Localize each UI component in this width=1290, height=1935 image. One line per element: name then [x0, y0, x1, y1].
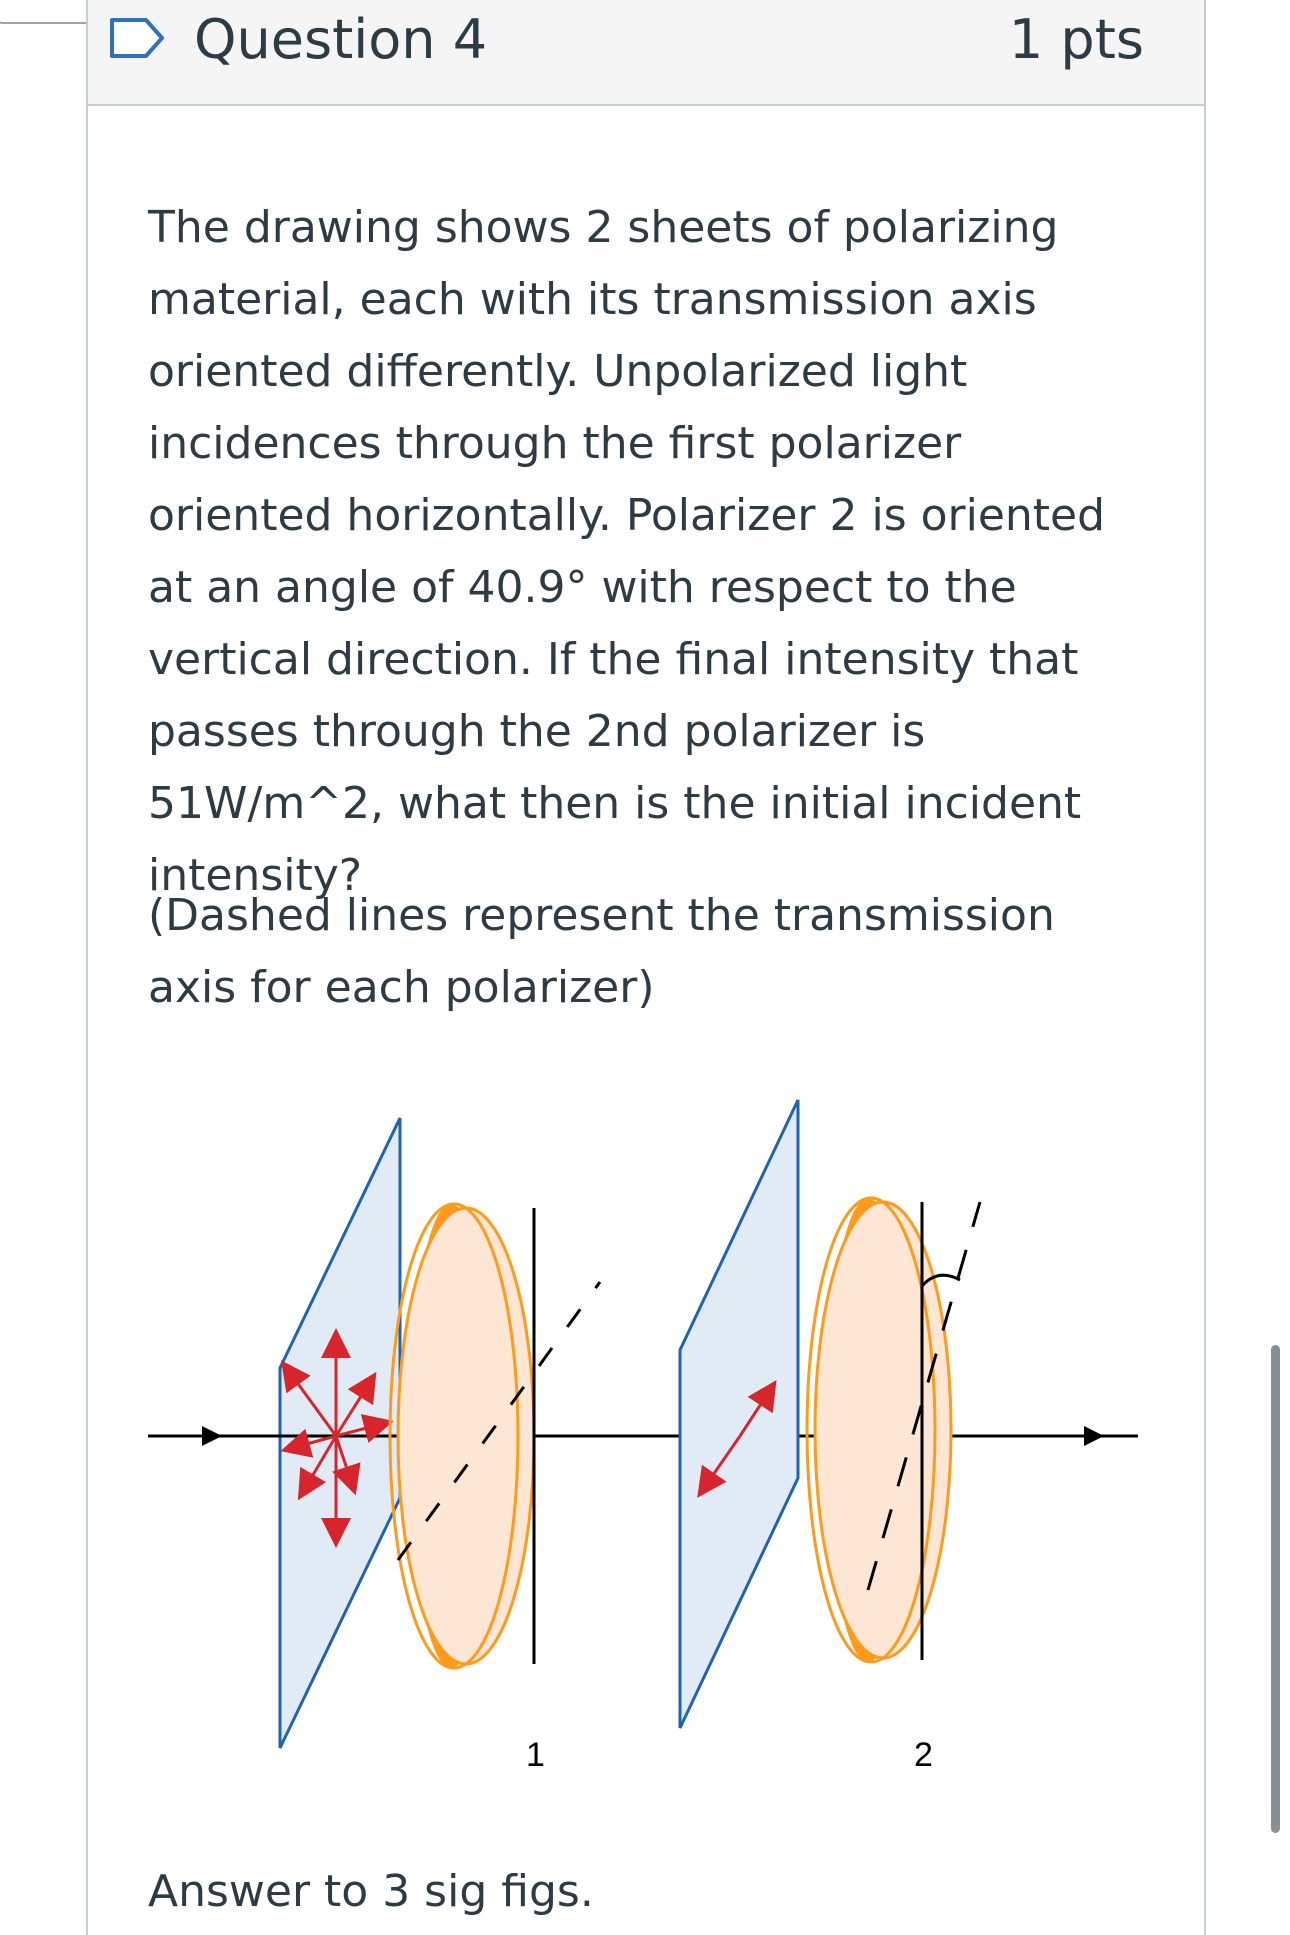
- polarizer-1-label: 1: [526, 1736, 545, 1774]
- polarized-light-arrow: [738, 1379, 777, 1437]
- incident-beam-arrow: [202, 1426, 222, 1446]
- question-header: Question 4 1 pts: [88, 0, 1204, 106]
- polarizer-2-label: 2: [914, 1736, 933, 1774]
- previous-question-edge: [0, 0, 98, 24]
- question-body-text: The drawing shows 2 sheets of polarizing…: [148, 202, 1106, 901]
- question-card: Question 4 1 pts: [86, 0, 1206, 1935]
- transmitted-beam-arrow: [1084, 1426, 1104, 1446]
- question-note-text: (Dashed lines represent the transmission…: [148, 890, 1055, 1013]
- unpolarized-plane: [278, 1117, 402, 1749]
- question-note: (Dashed lines represent the transmission…: [148, 880, 1148, 1024]
- polarizer-diagram: 1 2: [148, 1099, 1138, 1774]
- flag-question-icon[interactable]: [108, 16, 168, 60]
- question-title: Question 4: [194, 8, 488, 71]
- polarized-light-arrow-back: [697, 1435, 742, 1498]
- polarizer-1: [388, 1202, 602, 1670]
- polarizer-2: [805, 1196, 982, 1664]
- answer-prompt: Answer to 3 sig figs.: [148, 1866, 594, 1917]
- unpolarized-light-arrows: [280, 1328, 394, 1548]
- polarized-plane: [678, 1099, 800, 1729]
- question-body: The drawing shows 2 sheets of polarizing…: [148, 192, 1148, 912]
- question-points: 1 pts: [1008, 8, 1144, 71]
- vertical-scrollbar[interactable]: [1271, 1345, 1280, 1833]
